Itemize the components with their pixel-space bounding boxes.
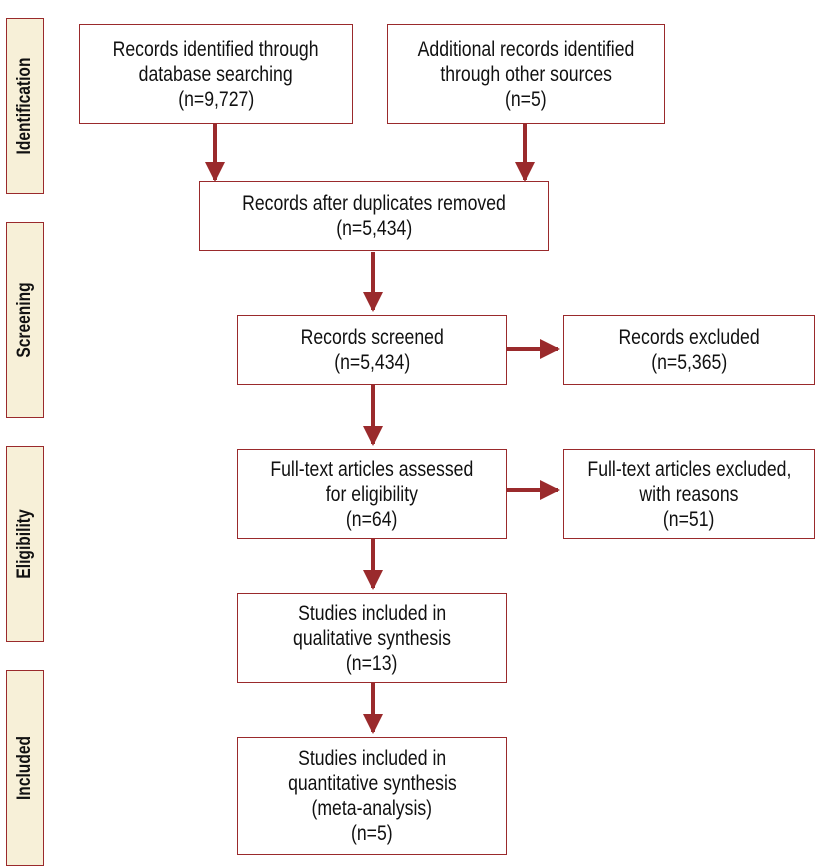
box-excluded: Records excluded (n=5,365) <box>563 315 815 385</box>
box-quantitative-line3: (meta-analysis) <box>311 797 433 820</box>
phase-tab-included: Included <box>6 670 44 866</box>
phase-tab-eligibility: Eligibility <box>6 446 44 642</box>
box-other-records-line3: (n=5) <box>505 87 547 111</box>
box-qualitative: Studies included in qualitative synthesi… <box>237 593 507 683</box>
box-fulltext-excluded: Full-text articles excluded, with reason… <box>563 449 815 539</box>
box-database-records-line3: (n=9,727) <box>177 87 254 111</box>
box-screened: Records screened (n=5,434) <box>237 315 507 385</box>
box-database-records: Records identified through database sear… <box>79 24 353 124</box>
box-other-records: Additional records identified through ot… <box>387 24 665 124</box>
box-quantitative-line4: (n=5) <box>351 822 393 845</box>
box-after-duplicates-line1: Records after duplicates removed <box>242 192 506 215</box>
box-fulltext-excluded-line2: with reasons <box>639 482 739 506</box>
box-quantitative: Studies included in quantitative synthes… <box>237 737 507 855</box>
box-fulltext-assessed-line1: Full-text articles assessed <box>270 457 474 481</box>
box-fulltext-excluded-line3: (n=51) <box>663 507 715 531</box>
box-database-records-line2: database searching <box>139 62 293 86</box>
phase-tab-screening: Screening <box>6 222 44 418</box>
box-fulltext-assessed-line2: for eligibility <box>325 482 419 506</box>
box-quantitative-line2: quantitative synthesis <box>287 772 457 795</box>
box-fulltext-excluded-line1: Full-text articles excluded, <box>587 457 791 481</box>
box-excluded-line1: Records excluded <box>618 326 760 349</box>
box-other-records-line2: through other sources <box>440 62 612 86</box>
box-qualitative-line1: Studies included in <box>297 601 447 625</box>
box-qualitative-line2: qualitative synthesis <box>293 626 451 650</box>
box-after-duplicates: Records after duplicates removed (n=5,43… <box>199 181 549 251</box>
box-after-duplicates-line2: (n=5,434) <box>335 217 412 240</box>
box-fulltext-assessed: Full-text articles assessed for eligibil… <box>237 449 507 539</box>
box-screened-line2: (n=5,434) <box>333 351 410 374</box>
phase-tab-identification: Identification <box>6 18 44 194</box>
box-quantitative-line1: Studies included in <box>297 747 447 770</box>
box-other-records-line1: Additional records identified <box>417 37 635 61</box>
box-qualitative-line3: (n=13) <box>346 651 398 675</box>
box-database-records-line1: Records identified through <box>113 37 319 61</box>
box-fulltext-assessed-line3: (n=64) <box>346 507 398 531</box>
box-excluded-line2: (n=5,365) <box>650 351 727 374</box>
box-screened-line1: Records screened <box>300 326 444 349</box>
